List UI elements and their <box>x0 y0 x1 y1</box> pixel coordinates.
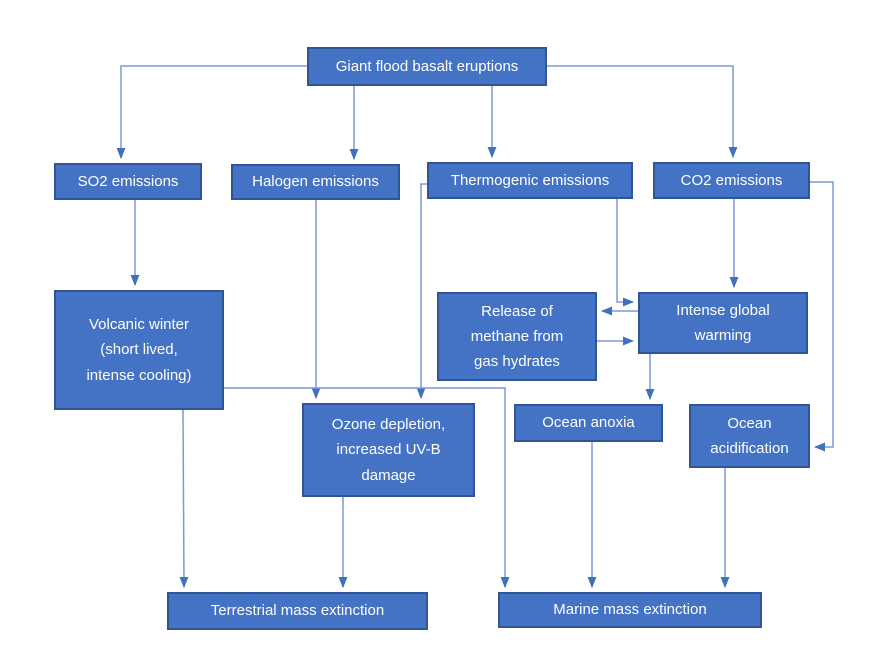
node-label: CO2 emissions <box>680 171 783 189</box>
node-so2-emissions: SO2 emissions <box>54 163 202 200</box>
node-co2-emissions: CO2 emissions <box>653 162 810 199</box>
node-ocean-acidification: Ocean acidification <box>689 404 810 468</box>
node-halogen-emissions: Halogen emissions <box>231 164 400 200</box>
node-label: intense cooling) <box>86 366 192 384</box>
node-label: methane from <box>470 327 564 345</box>
edge-thermogenic-to-ozone <box>416 183 427 400</box>
node-label: Halogen emissions <box>252 173 379 191</box>
node-label: Ocean <box>727 414 772 432</box>
node-ocean-anoxia: Ocean anoxia <box>514 404 663 442</box>
edge-volcanic-winter-to-marine <box>224 387 510 589</box>
node-label: (short lived, <box>100 341 178 359</box>
edge-volcanic-winter-to-terrestrial <box>179 409 189 589</box>
node-terrestrial-mass-extinction: Terrestrial mass extinction <box>167 592 428 630</box>
node-thermogenic-emissions: Thermogenic emissions <box>427 162 633 199</box>
node-label: Release of <box>481 302 553 320</box>
node-methane-release: Release of methane from gas hydrates <box>437 292 597 381</box>
node-label: Ocean anoxia <box>542 414 635 432</box>
node-label: gas hydrates <box>474 353 560 371</box>
node-label: Terrestrial mass extinction <box>210 602 385 620</box>
edge-giant-to-co2 <box>547 65 738 159</box>
node-label: Ozone depletion, <box>331 416 446 434</box>
node-label: Thermogenic emissions <box>450 171 610 189</box>
node-label: increased UV-B <box>336 441 441 459</box>
node-label: SO2 emissions <box>77 172 179 190</box>
node-ozone-depletion: Ozone depletion, increased UV-B damage <box>302 403 475 497</box>
node-label: Marine mass extinction <box>553 601 707 619</box>
edge-thermogenic-to-warming <box>616 199 635 307</box>
node-marine-mass-extinction: Marine mass extinction <box>498 592 762 628</box>
node-label: Intense global <box>676 301 770 319</box>
edge-co2-to-acidification <box>810 181 834 452</box>
node-label: warming <box>694 327 752 344</box>
node-volcanic-winter: Volcanic winter (short lived, intense co… <box>54 290 224 410</box>
edge-giant-to-so2 <box>116 65 307 160</box>
node-intense-global-warming: Intense global warming <box>638 292 808 354</box>
node-label: Volcanic winter <box>88 316 190 334</box>
node-label: acidification <box>710 440 789 457</box>
node-label: damage <box>361 466 416 484</box>
node-giant-flood-basalt-eruptions: Giant flood basalt eruptions <box>307 47 547 86</box>
node-label: Giant flood basalt eruptions <box>335 57 519 75</box>
